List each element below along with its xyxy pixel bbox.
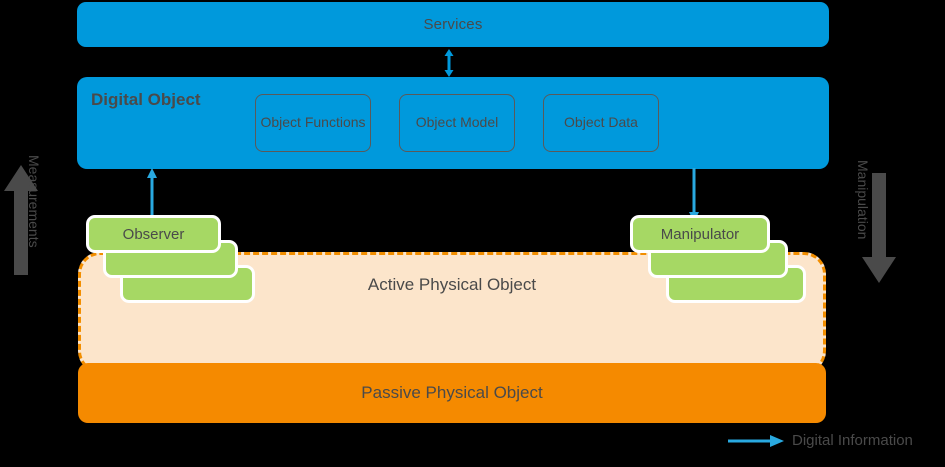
active-physical-object-label: Active Physical Object [367,275,537,294]
digital-object-title: Digital Object [91,90,201,109]
services-label: Services [423,16,483,33]
services-box: Services [77,2,829,47]
passive-physical-object-box: Passive Physical Object [78,363,826,423]
object-functions-box: Object Functions [255,94,371,152]
object-data-box: Object Data [543,94,659,152]
measurements-arrow-icon [4,165,38,275]
manipulator-label: Manipulator [660,225,740,243]
observer-label: Observer [122,225,185,243]
legend-arrow-icon [728,434,784,447]
object-model-box: Object Model [399,94,515,152]
services-digital-object-arrow-icon [444,49,454,77]
manipulation-label: Manipulation [855,160,871,240]
digital-object-box: Digital Object Object Functions Object M… [77,77,829,169]
legend: Digital Information [728,432,913,449]
measurements-label: Measurements [26,155,42,248]
legend-label: Digital Information [792,432,913,449]
manipulator-box: Manipulator [630,215,770,253]
manipulation-arrow-icon [862,173,896,283]
passive-physical-object-label: Passive Physical Object [361,383,543,402]
observer-to-digital-object-arrow-icon [147,168,157,222]
digital-object-to-manipulator-arrow-icon [689,168,699,222]
observer-box: Observer [86,215,221,253]
